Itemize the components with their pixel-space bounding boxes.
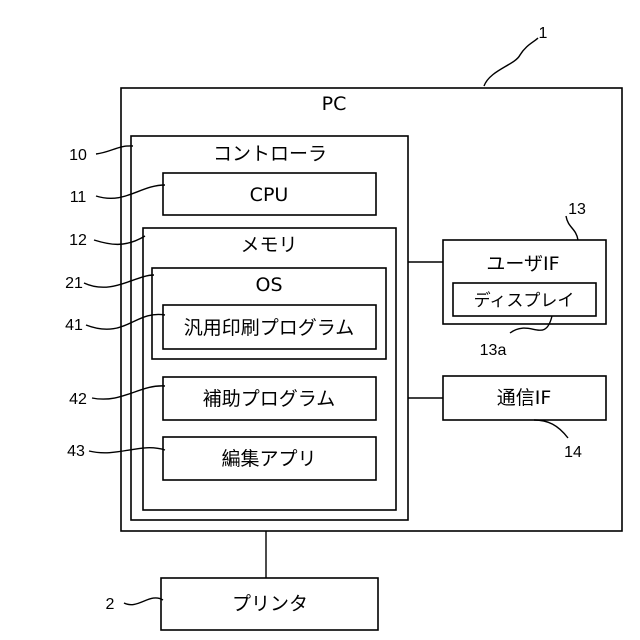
ref-pc: 1 — [539, 25, 548, 42]
cpu-label: CPU — [250, 184, 289, 206]
leader-printer — [124, 598, 163, 605]
ref-comm-if: 14 — [564, 444, 582, 461]
memory-label: メモリ — [240, 234, 297, 256]
leader-pc — [484, 38, 538, 86]
ref-display: 13a — [480, 342, 507, 359]
leader-controller — [96, 146, 133, 154]
user-if-label: ユーザIF — [486, 253, 559, 275]
ref-os: 21 — [65, 275, 83, 292]
printer-label: プリンタ — [232, 593, 308, 615]
generic-print-program-label: 汎用印刷プログラム — [184, 317, 354, 339]
ref-controller: 10 — [69, 147, 87, 164]
controller-label: コントローラ — [213, 143, 327, 165]
display-label: ディスプレイ — [474, 290, 575, 311]
ref-user-if: 13 — [568, 201, 586, 218]
auxiliary-program-label: 補助プログラム — [203, 388, 335, 410]
editing-app-label: 編集アプリ — [221, 448, 316, 470]
leader-editing-app — [89, 448, 165, 453]
leader-user-if — [566, 216, 578, 240]
os-label: OS — [255, 274, 282, 296]
leader-comm-if — [534, 420, 568, 438]
ref-auxiliary-program: 42 — [69, 391, 87, 408]
ref-editing-app: 43 — [67, 443, 85, 460]
leader-generic-print-program — [86, 314, 165, 329]
leader-auxiliary-program — [92, 386, 165, 399]
comm-if-label: 通信IF — [497, 387, 552, 409]
pc-label: PC — [322, 93, 347, 115]
ref-printer: 2 — [106, 596, 115, 613]
ref-generic-print-program: 41 — [65, 317, 83, 334]
leader-memory — [94, 236, 145, 244]
ref-memory: 12 — [69, 232, 87, 249]
ref-cpu: 11 — [70, 189, 87, 206]
